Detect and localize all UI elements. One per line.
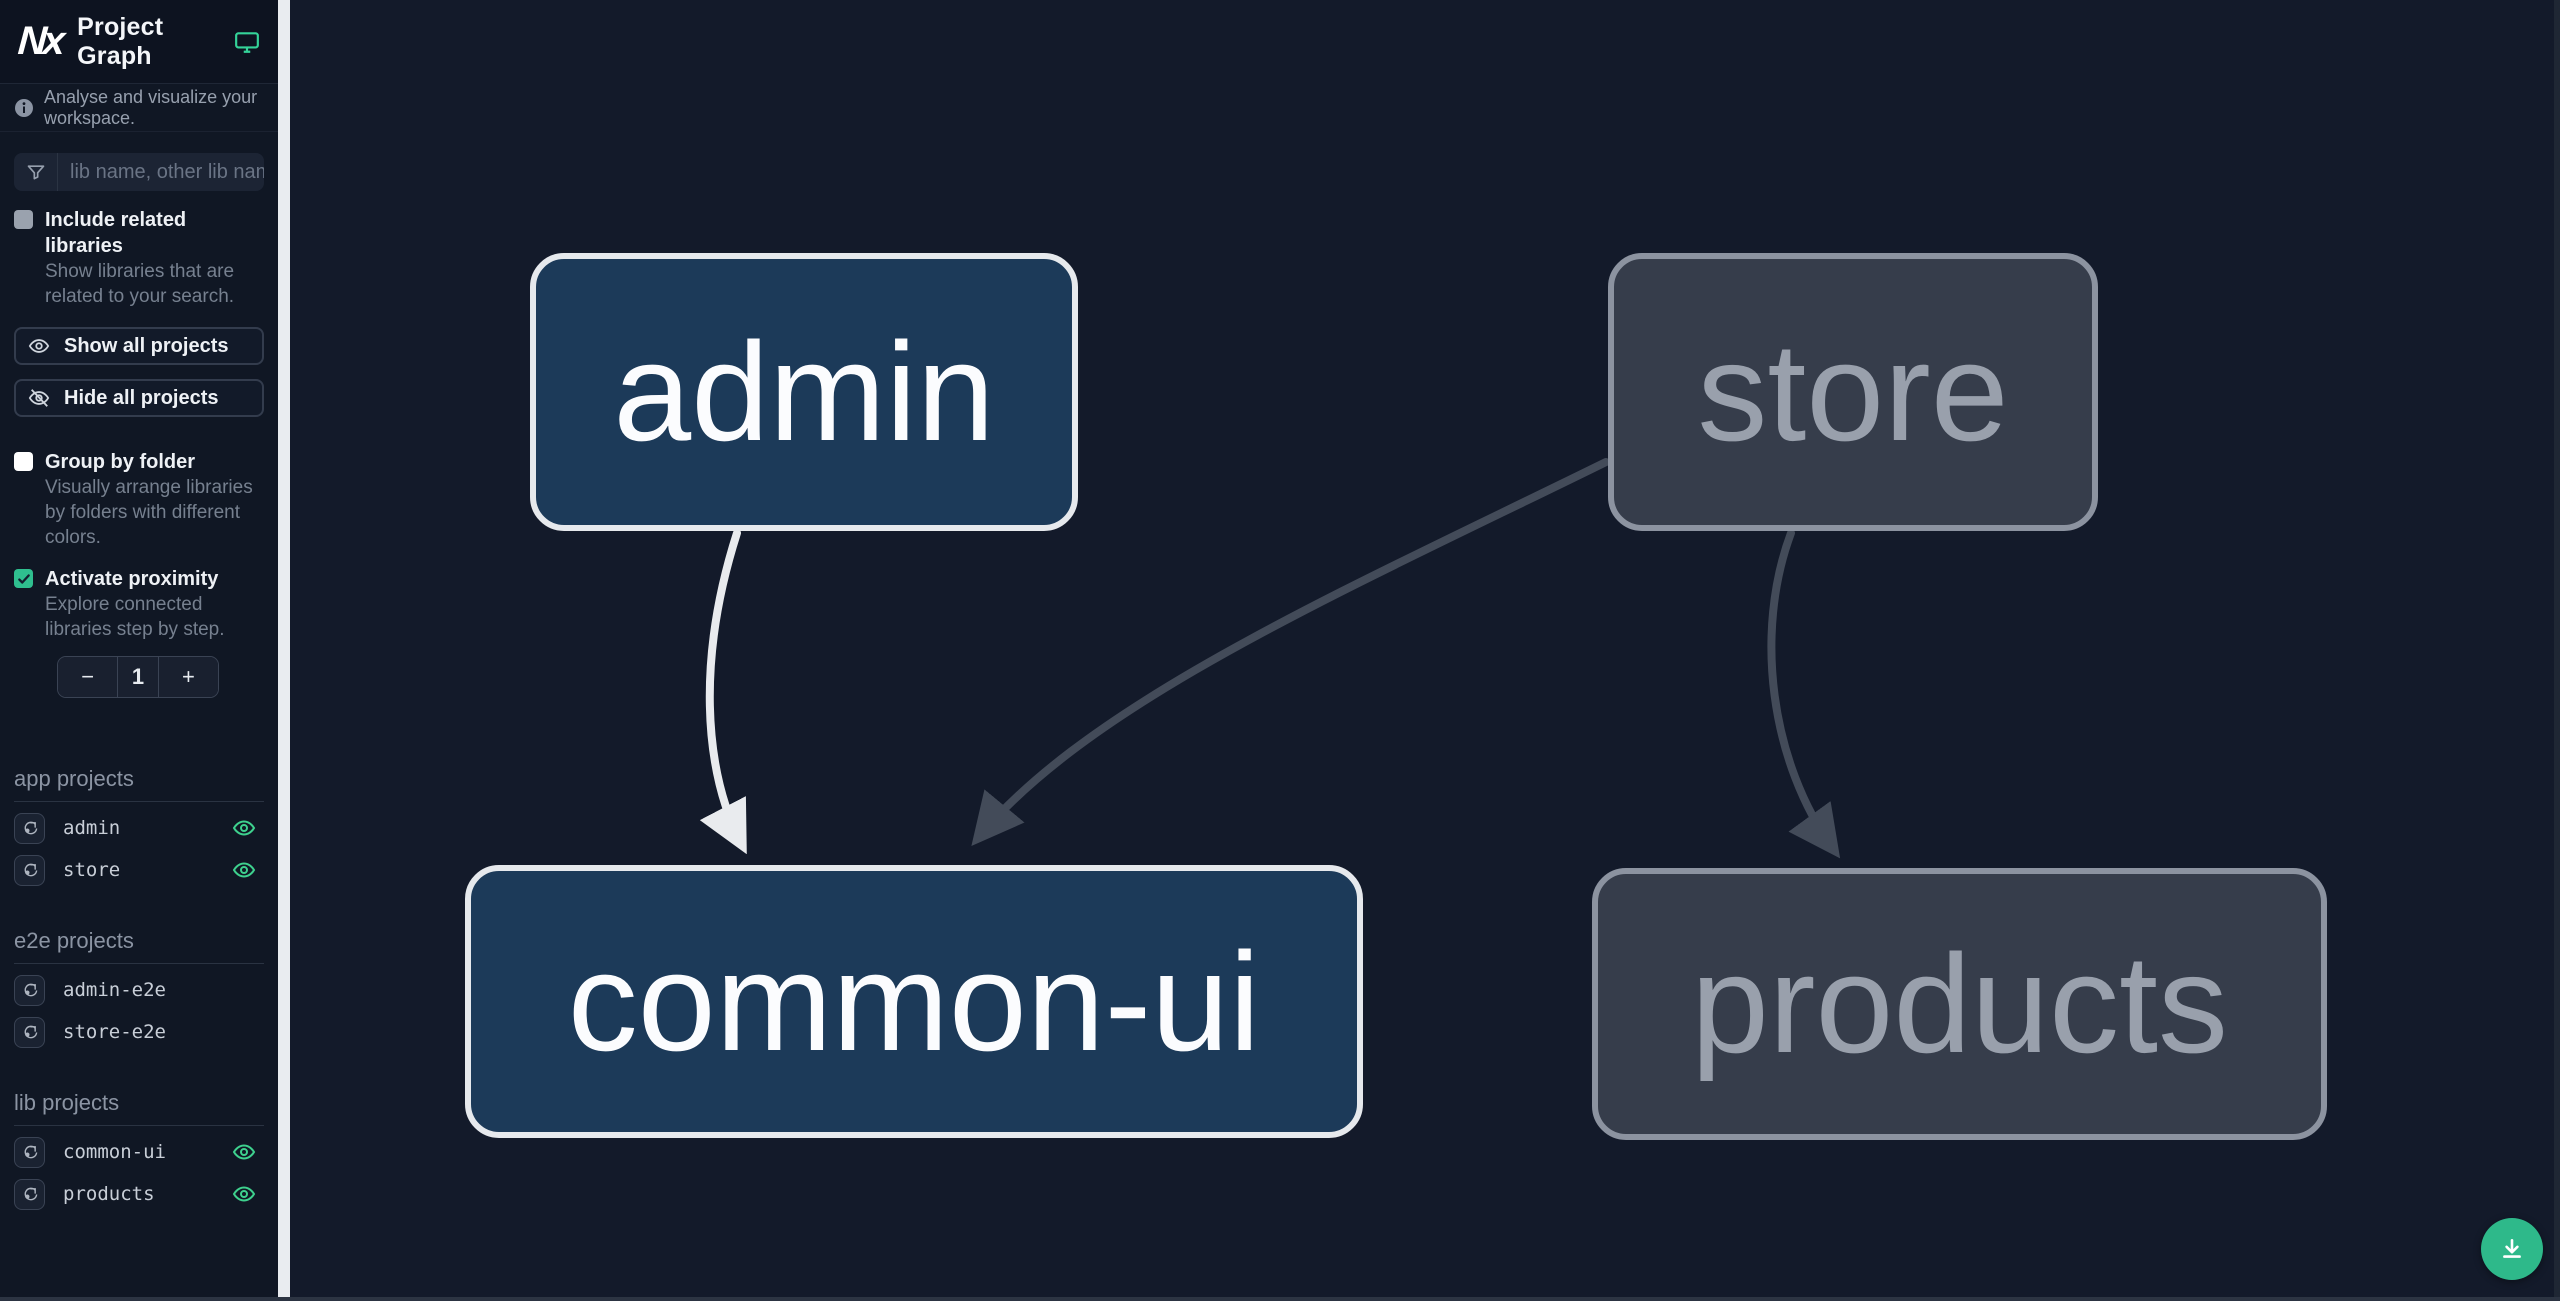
edge-store-to-common-ui[interactable] [971,458,1610,847]
focus-project-button[interactable] [14,1136,45,1168]
project-name: common-ui [63,1141,166,1163]
focus-project-button[interactable] [14,1016,45,1048]
proximity-decrement-button[interactable]: − [58,657,118,697]
focus-project-button[interactable] [14,854,45,886]
toggle-visibility-eye-icon[interactable] [232,1140,256,1164]
project-name: products [63,1183,155,1205]
graph-node-products[interactable]: products [1592,868,2327,1140]
project-name: store-e2e [63,1021,166,1043]
activate-proximity-description: Explore connected libraries step by step… [45,594,225,640]
focus-project-button[interactable] [14,1178,45,1210]
focus-icon [24,1145,38,1158]
node-label: products [1691,925,2228,1082]
download-icon [2503,1239,2521,1258]
activate-proximity-checkbox[interactable] [14,569,33,588]
section-title-app-projects: app projects [14,766,264,802]
info-message: Analyse and visualize your workspace. [44,86,258,128]
toggle-visibility-eye-icon[interactable] [232,858,256,882]
info-icon [14,98,34,118]
project-row-common-ui: common-ui [14,1136,264,1168]
node-label: store [1697,313,2009,470]
focus-icon [24,863,38,876]
focus-icon [24,821,38,834]
edge-store-to-products[interactable] [1767,529,1841,859]
page-scrollbar[interactable] [2554,0,2560,1301]
graph-node-admin[interactable]: admin [530,253,1078,531]
filter-box [14,153,264,191]
hide-all-projects-label: Hide all projects [64,386,219,409]
toggle-visibility-eye-icon[interactable] [232,1182,256,1206]
activate-proximity-label: Activate proximity [45,568,219,590]
proximity-increment-button[interactable]: + [158,657,218,697]
sidebar-scrollbar[interactable] [278,0,290,1301]
hide-all-projects-button[interactable]: Hide all projects [14,379,264,417]
node-label: admin [613,313,995,470]
project-row-store-e2e: store-e2e [14,1016,264,1048]
project-name: admin [63,817,121,839]
proximity-stepper: − 1 + [57,656,219,698]
group-by-folder-description: Visually arrange libraries by folders wi… [45,477,253,548]
toggle-visibility-eye-icon[interactable] [232,816,256,840]
monitor-icon[interactable] [234,29,260,55]
info-bar: Analyse and visualize your workspace. [0,84,278,132]
project-row-admin-e2e: admin-e2e [14,974,264,1006]
sidebar: Nx Project Graph Analyse and visualize y… [0,0,278,1301]
graph-edges [699,458,1841,859]
proximity-value[interactable]: 1 [117,657,159,697]
show-all-projects-label: Show all projects [64,334,229,357]
include-related-checkbox[interactable] [14,210,33,229]
project-row-store: store [14,854,264,886]
project-name: admin-e2e [63,979,166,1001]
focus-icon [24,983,38,996]
node-label: common-ui [567,922,1261,1080]
project-row-admin: admin [14,812,264,844]
edge-admin-to-common-ui[interactable] [699,529,747,855]
section-title-e2e-projects: e2e projects [14,928,264,964]
option-activate-proximity: Activate proximity Explore connected lib… [14,566,264,642]
include-related-description: Show libraries that are related to your … [45,261,235,307]
eye-icon [28,335,50,357]
sidebar-header: Nx Project Graph [0,0,278,84]
filter-funnel-icon [14,153,58,191]
nx-logo: Nx [16,19,63,63]
section-title-lib-projects: lib projects [14,1090,264,1126]
focus-icon [24,1025,38,1038]
download-image-button[interactable] [2481,1218,2543,1280]
show-all-projects-button[interactable]: Show all projects [14,327,264,365]
option-include-related: Include related libraries Show libraries… [14,207,264,309]
project-row-products: products [14,1178,264,1210]
eye-off-icon [28,387,50,409]
option-group-by-folder: Group by folder Visually arrange librari… [14,449,264,550]
filter-input[interactable] [58,153,264,191]
project-graph-canvas[interactable]: admin store common-ui products [290,0,2560,1301]
group-by-folder-label: Group by folder [45,451,195,473]
page-title: Project Graph [77,12,164,70]
check-icon [17,573,30,584]
include-related-label: Include related libraries [45,209,187,257]
focus-project-button[interactable] [14,974,45,1006]
focus-project-button[interactable] [14,812,45,844]
focus-icon [24,1187,38,1200]
graph-node-common-ui[interactable]: common-ui [465,865,1363,1138]
group-by-folder-checkbox[interactable] [14,452,33,471]
project-name: store [63,859,121,881]
page-bottom-divider [0,1297,2560,1301]
graph-node-store[interactable]: store [1608,253,2098,531]
